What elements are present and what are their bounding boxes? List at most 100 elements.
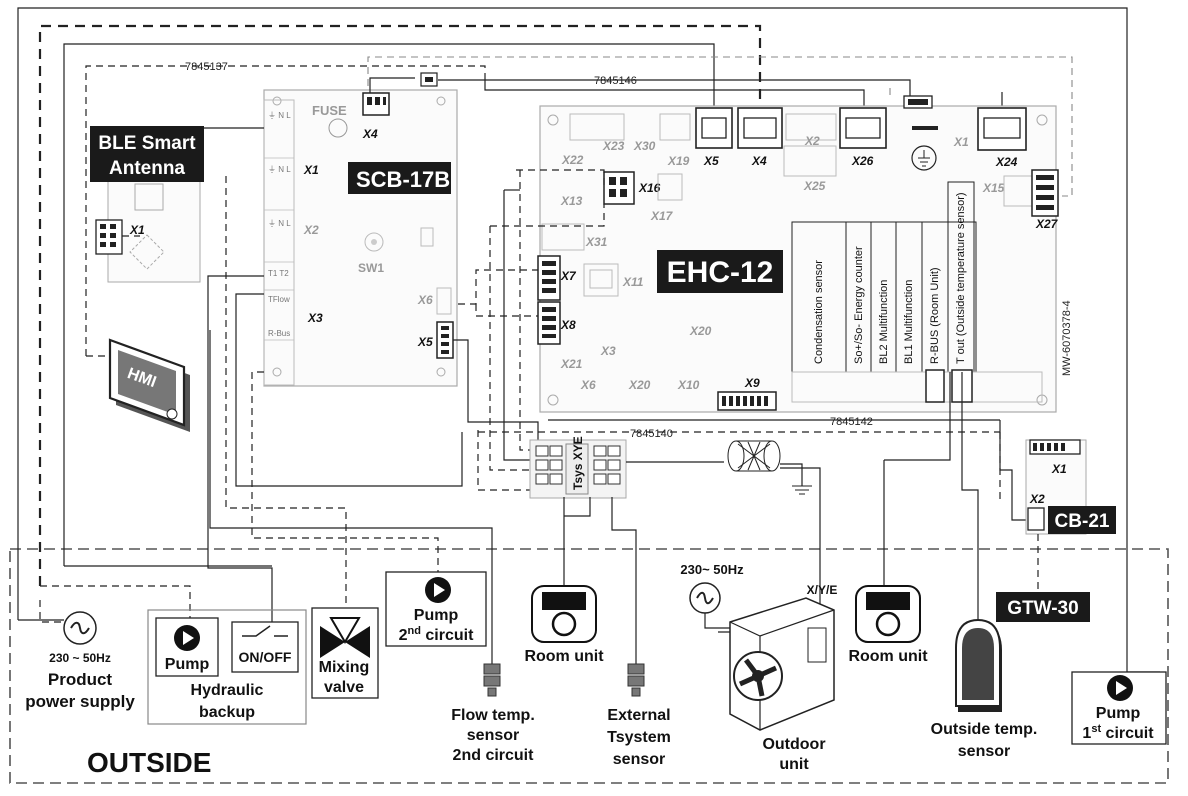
code-7845142: 7845142 <box>830 416 873 428</box>
ehc-x26-label: X26 <box>851 154 874 168</box>
wire-7845137 <box>85 65 486 356</box>
pump-1st-label-1: Pump <box>1096 705 1141 722</box>
ehc-x1-label: X1 <box>953 135 969 149</box>
ehc-terminal-label: Condensation sensor <box>813 260 825 364</box>
fuse-icon <box>328 118 348 138</box>
ehc-terminal-label: BL1 Multifunction <box>903 280 915 364</box>
ehc-x31-label: X31 <box>585 235 608 249</box>
ehc-x8-label: X8 <box>560 318 576 332</box>
xye-label: X/Y/E <box>807 583 838 597</box>
ehc-x26-connector <box>839 107 887 149</box>
ehc-x5-label: X5 <box>703 154 719 168</box>
ext-label-2: Tsystem <box>607 729 671 746</box>
mixing-valve-icon <box>320 617 370 658</box>
ehc-x6-label: X6 <box>580 378 596 392</box>
svg-text:T1 T2: T1 T2 <box>268 269 289 278</box>
hydraulic-backup-box <box>147 609 307 725</box>
ehc-x10-label: X10 <box>677 378 700 392</box>
ble-title-line2: Antenna <box>109 158 185 179</box>
ehc-x27-label: X27 <box>1035 217 1059 231</box>
svg-text:R-Bus: R-Bus <box>268 329 290 338</box>
mixing-label-2: valve <box>324 679 364 696</box>
ehc-x4-connector <box>737 107 783 149</box>
hydraulic-label-2: backup <box>199 704 255 721</box>
pump-1st-label-2: 1st circuit <box>1082 723 1154 742</box>
ground-icon <box>911 145 937 171</box>
flow-label-1: Flow temp. <box>451 707 535 724</box>
ehc-terminal-label: So+/So- Energy counter <box>853 246 865 364</box>
ehc-x17-label: X17 <box>650 209 674 223</box>
ehc-x2-label: X2 <box>804 134 820 148</box>
ehc-x24-label: X24 <box>995 155 1018 169</box>
wire-hydraulic <box>63 43 715 566</box>
cb21-x2-label: X2 <box>1029 492 1045 506</box>
mixing-label-1: Mixing <box>319 659 370 676</box>
ferrite-core-icon <box>727 440 781 472</box>
wire-x27 <box>367 56 1073 197</box>
svg-text:TFlow: TFlow <box>268 295 290 304</box>
external-sensor-icon <box>627 663 645 697</box>
pump-backup-label: Pump <box>165 656 210 673</box>
ehc-x16-label: X16 <box>638 181 661 195</box>
ehc-x7-label: X7 <box>560 269 577 283</box>
scb-17b-title: SCB-17B <box>356 167 450 192</box>
code-7845146: 7845146 <box>594 75 637 87</box>
ehc-x11-rj45 <box>583 263 619 297</box>
flow-sensor-icon <box>483 663 501 697</box>
ble-antenna-board <box>107 175 201 283</box>
wire-power-supply <box>38 24 762 586</box>
outside-temp-sensor-icon <box>955 618 1002 712</box>
ehc-terminal-label: BL2 Multifunction <box>878 280 890 364</box>
ehc-x22-label: X22 <box>561 153 584 167</box>
scb-x5-label: X5 <box>417 335 433 349</box>
outdoor-label-1: Outdoor <box>762 736 825 753</box>
power-label-1: Product <box>48 670 113 689</box>
ehc-part-number: MW-6070378-4 <box>1061 300 1073 376</box>
gtw-30-title: GTW-30 <box>1007 598 1078 619</box>
ehc-x25-label: X25 <box>803 179 826 193</box>
svg-text:⏚ N L: ⏚ N L <box>268 165 291 174</box>
room-unit-1-label: Room unit <box>524 648 604 665</box>
wire-x26 <box>484 78 865 108</box>
scb-x2-label: X2 <box>303 223 319 237</box>
ehc-x24-connector <box>977 107 1027 151</box>
ext-label-3: sensor <box>613 751 665 768</box>
code-7845137: 7845137 <box>185 61 228 73</box>
outside-region <box>9 548 1169 784</box>
scb-x6-label: X6 <box>417 293 433 307</box>
power-label-2: power supply <box>25 692 135 711</box>
room-unit-2-device <box>855 585 921 643</box>
rbus-terminal <box>925 369 945 403</box>
svg-text:⏚ N L: ⏚ N L <box>268 219 291 228</box>
room-unit-2-label: Room unit <box>848 648 928 665</box>
ehc-x16-connector <box>603 171 635 205</box>
room-unit-1-device <box>531 585 597 643</box>
outside-title: OUTSIDE <box>87 747 211 778</box>
cb-21-title: CB-21 <box>1055 511 1110 532</box>
pump-2nd-label-2: 2nd circuit <box>399 625 474 644</box>
ehc-x19-label: X19 <box>667 154 690 168</box>
terminal-block-label: Tsys XYE <box>571 436 585 490</box>
scb-fuse-label: FUSE <box>312 103 347 118</box>
ehc-terminal-label: R-BUS (Room Unit) <box>929 267 941 364</box>
ehc-x20-label: X20 <box>689 324 712 338</box>
ehc-12-title: EHC-12 <box>667 256 774 289</box>
ble-x1-connector <box>95 219 123 255</box>
ehc-x4-label: X4 <box>751 154 767 168</box>
ble-antenna-tag <box>90 126 204 182</box>
ehc-x11-label: X11 <box>622 275 644 289</box>
ehc-12-board <box>539 105 1057 413</box>
scb-17b-tag <box>348 162 451 194</box>
ehc-x30-label: X30 <box>633 139 656 153</box>
ble-title-line1: BLE Smart <box>98 133 196 154</box>
ehc-terminal-label: T out (Outside temperature sensor) <box>955 192 967 364</box>
terminal-block <box>529 439 627 499</box>
scb-x4-label: X4 <box>362 127 378 141</box>
outdoor-unit-icon <box>729 597 835 731</box>
pump-2nd-label-1: Pump <box>414 607 459 624</box>
scb-x3-label: X3 <box>307 311 323 325</box>
wire-x6-x7 <box>458 269 538 305</box>
ehc-x8-connector <box>537 301 561 345</box>
flow-label-3: 2nd circuit <box>453 747 535 764</box>
